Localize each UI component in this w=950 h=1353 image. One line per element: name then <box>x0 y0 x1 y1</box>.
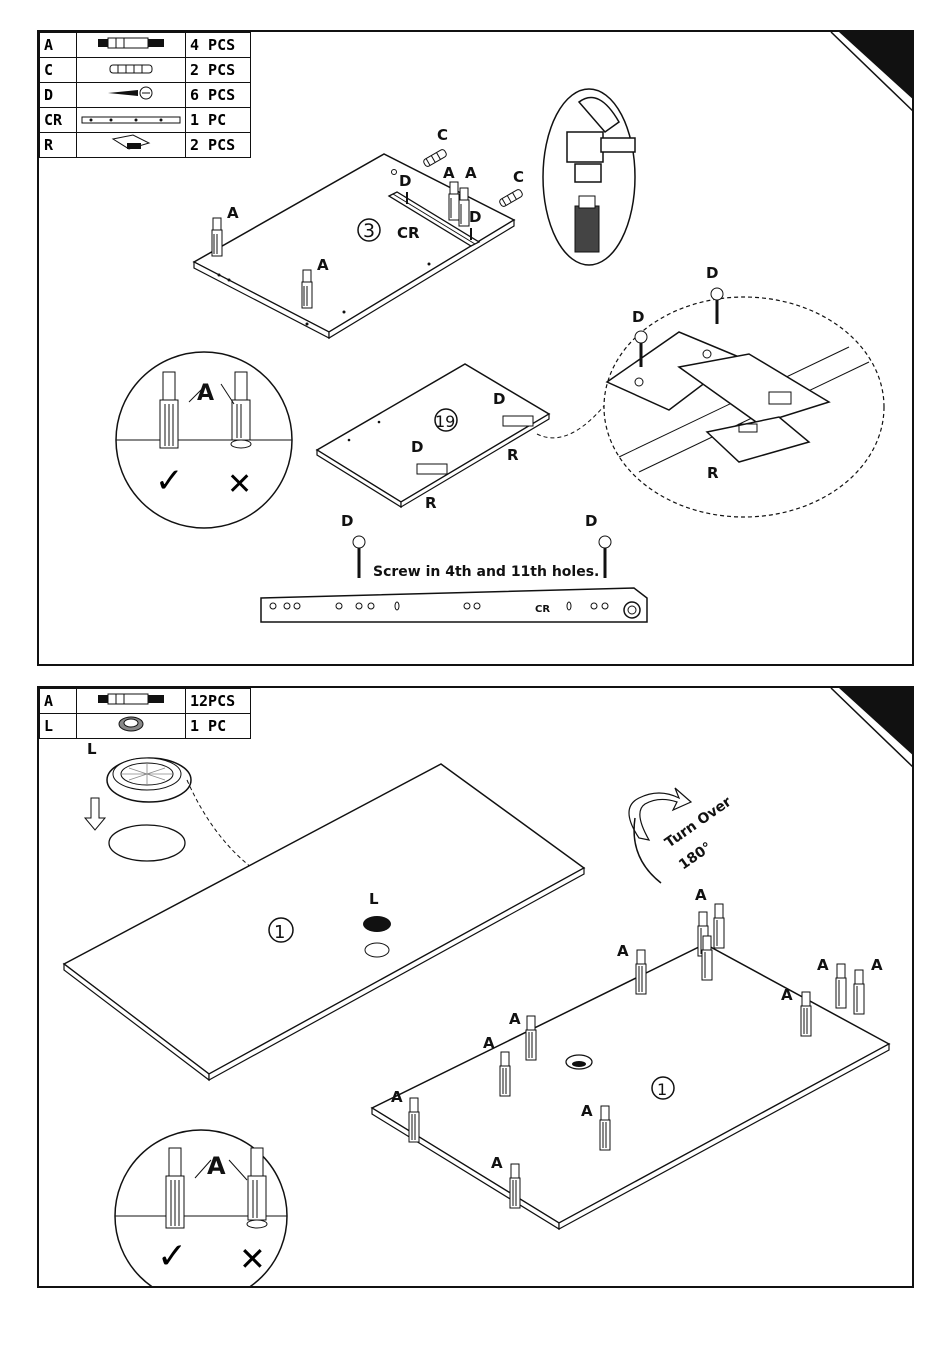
board-number-19: 19 <box>435 412 455 431</box>
rail-bracket-icon <box>77 133 186 158</box>
label-D: D <box>399 172 411 190</box>
part-letter: A <box>40 689 77 714</box>
label-D: D <box>632 308 644 326</box>
label-D: D <box>469 208 481 226</box>
turn-over-angle: 180° <box>676 839 715 873</box>
label-D: D <box>585 512 597 530</box>
label-A: A <box>227 204 239 222</box>
label-A: A <box>317 256 329 274</box>
part-row: D 6 PCS <box>40 83 251 108</box>
dowel-icon <box>77 58 186 83</box>
step-panel-2: L L 1 Turn Over 180° 1 <box>37 686 914 1288</box>
label-A: A <box>197 381 214 406</box>
part-qty: 2 PCS <box>186 58 251 83</box>
part-letter: R <box>40 133 77 158</box>
label-A: A <box>781 986 793 1004</box>
board-1-flipped <box>372 944 889 1229</box>
label-A: A <box>581 1102 593 1120</box>
label-A: A <box>871 956 883 974</box>
label-L: L <box>369 890 379 908</box>
grommet-icon <box>77 714 186 739</box>
part-letter: C <box>40 58 77 83</box>
correct-check-mark: ✓ <box>157 1236 187 1277</box>
part-row: A 4 PCS <box>40 33 251 58</box>
part-row: R 2 PCS <box>40 133 251 158</box>
drawer-rail-icon <box>77 108 186 133</box>
board-number-3: 3 <box>363 220 375 242</box>
label-D: D <box>493 390 505 408</box>
screw-icon <box>77 83 186 108</box>
part-qty: 12PCS <box>186 689 251 714</box>
part-qty: 6 PCS <box>186 83 251 108</box>
label-L: L <box>87 740 97 758</box>
board-number-1: 1 <box>274 922 285 943</box>
part-letter: A <box>40 33 77 58</box>
board-number-1: 1 <box>657 1080 667 1099</box>
incorrect-cross-mark: ✕ <box>227 467 252 502</box>
label-R: R <box>707 464 719 482</box>
rail-marking: CR <box>535 604 550 615</box>
step-panel-1: A A C C A A D D CR 3 A ✓ ✕ <box>37 30 914 666</box>
label-A: A <box>509 1010 521 1028</box>
part-letter: CR <box>40 108 77 133</box>
label-A: A <box>817 956 829 974</box>
label-A: A <box>695 886 707 904</box>
label-A: A <box>207 1152 226 1180</box>
label-R: R <box>425 494 437 512</box>
turn-over-text: Turn Over <box>662 794 734 851</box>
label-A: A <box>391 1088 403 1106</box>
incorrect-cross-mark: ✕ <box>239 1240 266 1278</box>
part-qty: 1 PC <box>186 714 251 739</box>
part-letter: D <box>40 83 77 108</box>
label-A: A <box>483 1034 495 1052</box>
label-A: A <box>465 164 477 182</box>
cam-bolt-icon <box>77 33 186 58</box>
parts-list: A 12PCS L 1 PC <box>39 688 251 739</box>
label-C: C <box>437 126 448 144</box>
label-D: D <box>341 512 353 530</box>
panel-2-drawing: L L 1 Turn Over 180° 1 <box>39 688 914 1288</box>
label-CR: CR <box>397 224 420 242</box>
corner-tab <box>839 688 914 758</box>
bracket-detail-circle <box>604 288 884 517</box>
label-A: A <box>443 164 455 182</box>
part-row: L 1 PC <box>40 714 251 739</box>
parts-list: A 4 PCS C 2 PCS D 6 PCS CR 1 PC R 2 PCS <box>39 32 251 158</box>
part-qty: 2 PCS <box>186 133 251 158</box>
grommet-L-detail <box>85 758 191 861</box>
label-C: C <box>513 168 524 186</box>
part-row: A 12PCS <box>40 689 251 714</box>
part-qty: 4 PCS <box>186 33 251 58</box>
part-row: CR 1 PC <box>40 108 251 133</box>
instruction-text: Screw in 4th and 11th holes. <box>373 564 599 580</box>
hammer-detail-circle <box>543 89 635 265</box>
corner-tab <box>839 32 914 102</box>
part-row: C 2 PCS <box>40 58 251 83</box>
label-A: A <box>617 942 629 960</box>
cam-bolt-icon <box>77 689 186 714</box>
label-D: D <box>706 264 718 282</box>
label-A: A <box>491 1154 503 1172</box>
board-19 <box>317 364 549 507</box>
correct-check-mark: ✓ <box>155 461 184 501</box>
board-1-top <box>64 764 584 1080</box>
part-letter: L <box>40 714 77 739</box>
cam-bolt-detail-circle <box>116 352 292 528</box>
part-qty: 1 PC <box>186 108 251 133</box>
label-R: R <box>507 446 519 464</box>
label-D: D <box>411 438 423 456</box>
